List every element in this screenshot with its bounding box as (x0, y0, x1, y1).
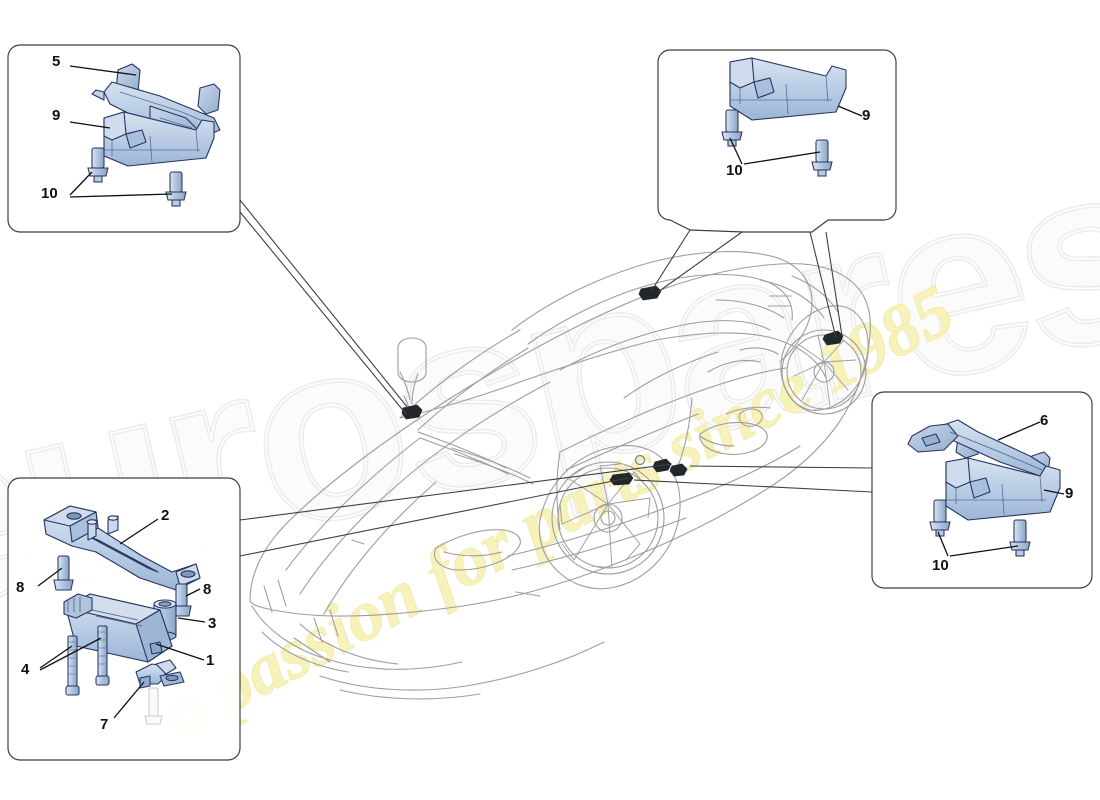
box2-label-leaders (729, 105, 863, 165)
part-10-flange-bolt-icon-a (929, 499, 951, 537)
box3-label-leaders (937, 421, 1065, 557)
part-label-4: 4 (21, 661, 30, 678)
leader-lines (239, 199, 873, 557)
part-label-8-a: 8 (16, 579, 25, 596)
marker-door-sensor-b (669, 463, 688, 477)
box1-label-leaders (69, 65, 173, 198)
leader-right-to-wheelarch (633, 479, 873, 493)
car-outline-illustration (249, 251, 871, 700)
part-4-screw-icon-b (95, 625, 110, 686)
leader-bottom-left-a (239, 463, 673, 521)
callout-box-bottom-left[interactable] (7, 477, 241, 761)
leader-bottom-left-b (239, 477, 629, 557)
part-label-2: 2 (161, 507, 170, 524)
part-label-9-r: 9 (1065, 485, 1074, 502)
callout-box-right[interactable] (871, 391, 1093, 589)
leader-top-right-b (657, 231, 743, 293)
leader-right-to-door (689, 465, 873, 469)
part-label-1: 1 (206, 652, 215, 669)
part-label-8-b: 8 (203, 581, 212, 598)
marker-windscreen-sensor (401, 404, 423, 420)
leader-top-right-d (825, 231, 843, 337)
callout-box-top-right[interactable] (657, 49, 897, 233)
part-label-10-tl: 10 (41, 185, 58, 202)
part-2-mounting-bracket-icon (43, 505, 201, 591)
part-10-flange-bolt-icon-b (165, 171, 187, 207)
part-label-5: 5 (52, 53, 61, 70)
part-label-10-tr: 10 (726, 162, 743, 179)
part-6-seal-strip-icon (907, 419, 1051, 477)
marker-grommet (634, 454, 646, 466)
part-7-clip-icon (135, 659, 185, 689)
part-9-heat-shield-icon (103, 111, 215, 167)
leader-top-left-a (239, 199, 409, 409)
part-8-bolt-icon-b (171, 583, 192, 617)
leader-top-right-a (651, 229, 691, 291)
part-4-screw-icon-a (65, 635, 80, 696)
leader-top-left-b (239, 211, 407, 415)
part-label-9-tl: 9 (52, 107, 61, 124)
sensor-location-markers (401, 285, 844, 486)
part-label-3: 3 (208, 615, 217, 632)
part-7-clip-bolt-icon (144, 687, 163, 725)
part-10-flange-bolt-icon-b (811, 139, 833, 177)
part-label-9-tr: 9 (862, 107, 871, 124)
part-1-tpms-sensor-icon (63, 593, 173, 663)
marker-roof-sensor (638, 285, 662, 301)
part-10-flange-bolt-icon-b (1009, 519, 1031, 557)
box4-label-leaders (37, 518, 206, 719)
callout-box-top-left[interactable] (7, 44, 241, 233)
part-10-flange-bolt-icon-a (87, 147, 109, 183)
part-9-heat-shield-icon (945, 457, 1061, 521)
part-8-bolt-icon-a (53, 555, 74, 591)
part-label-10-r: 10 (932, 557, 949, 574)
part-9-heat-shield-icon (729, 57, 847, 121)
leader-top-right-c (809, 231, 837, 339)
marker-rear-wheelarch-sensor (822, 330, 844, 346)
part-label-6: 6 (1040, 412, 1049, 429)
part-label-7: 7 (100, 716, 109, 733)
